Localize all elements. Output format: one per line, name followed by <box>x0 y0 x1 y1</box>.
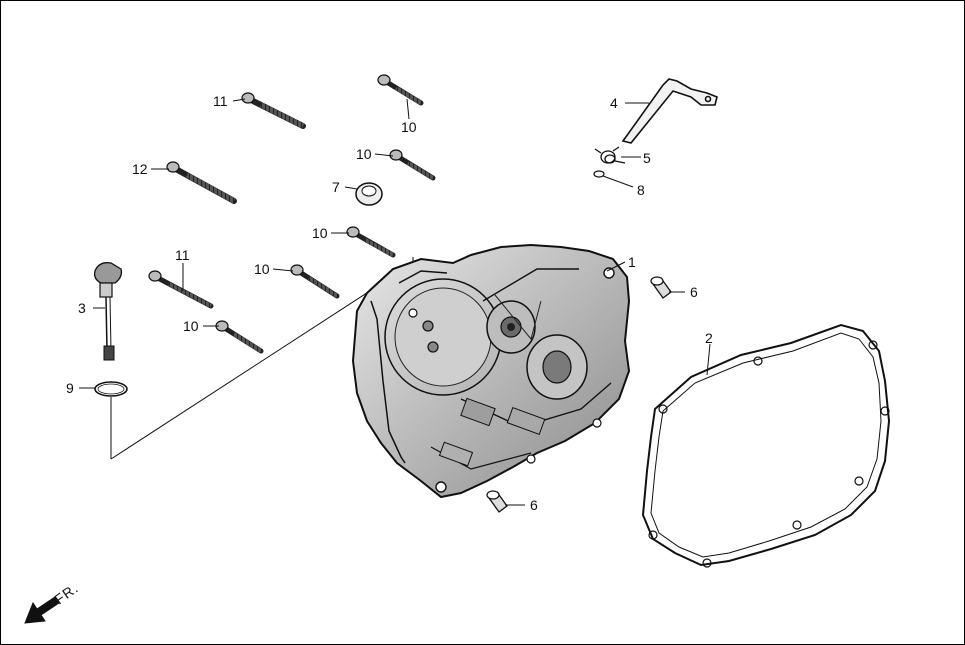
callout-10-middle: 10 <box>312 225 328 241</box>
washer-8 <box>593 170 605 178</box>
bolt-10-left <box>290 264 340 299</box>
callout-11-top: 11 <box>213 93 228 109</box>
dowel-6-lower <box>486 490 508 513</box>
callout-4: 4 <box>610 95 618 111</box>
front-direction-arrow <box>24 596 60 624</box>
callout-2: 2 <box>705 330 713 346</box>
callout-10-top: 10 <box>401 119 417 135</box>
callout-10-second: 10 <box>356 146 372 162</box>
bolt-10-top <box>377 74 424 106</box>
bolt-11-lower <box>148 270 214 309</box>
bolt-12 <box>166 161 237 204</box>
callout-1: 1 <box>628 254 636 270</box>
callout-7: 7 <box>332 179 340 195</box>
callout-leaders <box>79 98 711 506</box>
callout-11-lower: 11 <box>175 247 190 263</box>
dipstick-3 <box>93 262 123 361</box>
callout-6-upper: 6 <box>690 284 698 300</box>
callout-9: 9 <box>66 380 74 396</box>
collar-7 <box>355 182 383 206</box>
gasket-2 <box>641 323 891 568</box>
bolt-10-lower <box>215 320 264 354</box>
dowel-6-upper <box>650 276 672 299</box>
callout-12: 12 <box>132 161 148 177</box>
callout-8: 8 <box>637 182 645 198</box>
bolt-10-second <box>389 149 436 181</box>
bolt-10-middle <box>346 226 396 258</box>
o-ring-9 <box>94 381 128 397</box>
callout-10-lower: 10 <box>183 318 199 334</box>
bolt-11-top <box>241 92 306 129</box>
callout-6-lower: 6 <box>530 497 538 513</box>
callout-10-left: 10 <box>254 261 270 277</box>
callout-5: 5 <box>643 150 651 166</box>
callout-3: 3 <box>78 300 86 316</box>
crankcase-cover-1 <box>351 243 631 499</box>
spring-5 <box>594 146 626 164</box>
lever-4 <box>621 78 718 144</box>
